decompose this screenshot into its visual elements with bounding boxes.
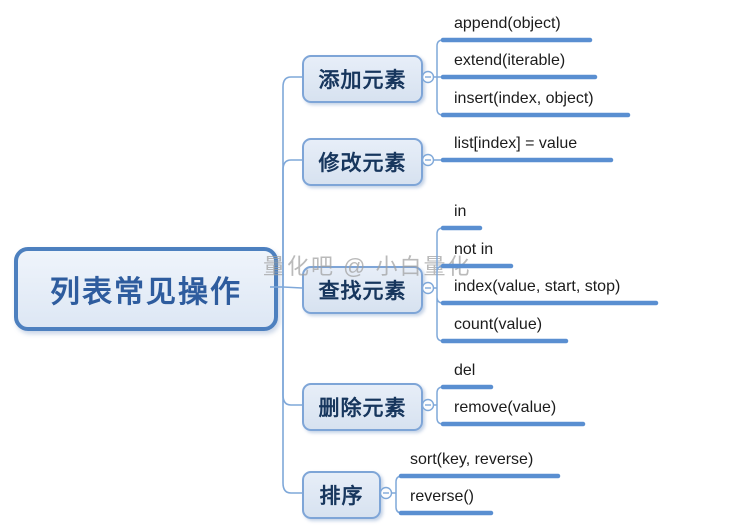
connector-line <box>282 286 303 289</box>
connector-line <box>391 475 408 514</box>
branch-topic-label: 修改元素 <box>318 152 407 175</box>
branch-topic-sort[interactable]: 排序 <box>302 471 381 519</box>
branch-topic-add[interactable]: 添加元素 <box>302 55 423 103</box>
minus-circle-icon[interactable] <box>421 153 435 167</box>
leaf-topic-del[interactable]: del <box>454 362 476 379</box>
branch-topic-modify[interactable]: 修改元素 <box>302 138 423 186</box>
leaf-topic-insert[interactable]: insert(index, object) <box>454 90 594 107</box>
leaf-topic-count[interactable]: count(value) <box>454 316 543 333</box>
branch-topic-delete[interactable]: 删除元素 <box>302 383 423 431</box>
leaf-topic-remove[interactable]: remove(value) <box>454 399 557 416</box>
root-topic[interactable]: 列表常见操作 <box>14 247 278 331</box>
leaf-topic-list-index-assign[interactable]: list[index] = value <box>454 135 578 152</box>
watermark-text: 量化吧 @ 小白量化 <box>263 254 472 279</box>
connector-line <box>282 287 302 406</box>
leaf-topic-in[interactable]: in <box>454 203 467 220</box>
leaf-topic-not-in[interactable]: not in <box>454 241 494 258</box>
leaf-topic-sort-method[interactable]: sort(key, reverse) <box>410 451 534 468</box>
leaf-topic-append[interactable]: append(object) <box>454 15 561 32</box>
leaf-topic-index[interactable]: index(value, start, stop) <box>454 278 621 295</box>
branch-topic-find[interactable]: 查找元素 <box>302 266 423 314</box>
leaf-topic-reverse[interactable]: reverse() <box>410 488 475 505</box>
minus-circle-icon[interactable] <box>379 486 393 500</box>
connector-line <box>433 39 449 116</box>
branch-topic-label: 排序 <box>319 485 364 508</box>
root-topic-label: 列表常见操作 <box>50 276 242 309</box>
branch-topic-label: 查找元素 <box>318 280 407 303</box>
branch-topic-label: 删除元素 <box>318 397 407 420</box>
connector-line <box>282 287 302 494</box>
minus-circle-icon[interactable] <box>421 398 435 412</box>
connector-line <box>433 227 449 342</box>
leaf-topic-extend[interactable]: extend(iterable) <box>454 52 566 69</box>
connector-line <box>433 386 449 425</box>
branch-topic-label: 添加元素 <box>318 69 407 92</box>
minus-circle-icon[interactable] <box>421 70 435 84</box>
minus-circle-icon[interactable] <box>421 281 435 295</box>
